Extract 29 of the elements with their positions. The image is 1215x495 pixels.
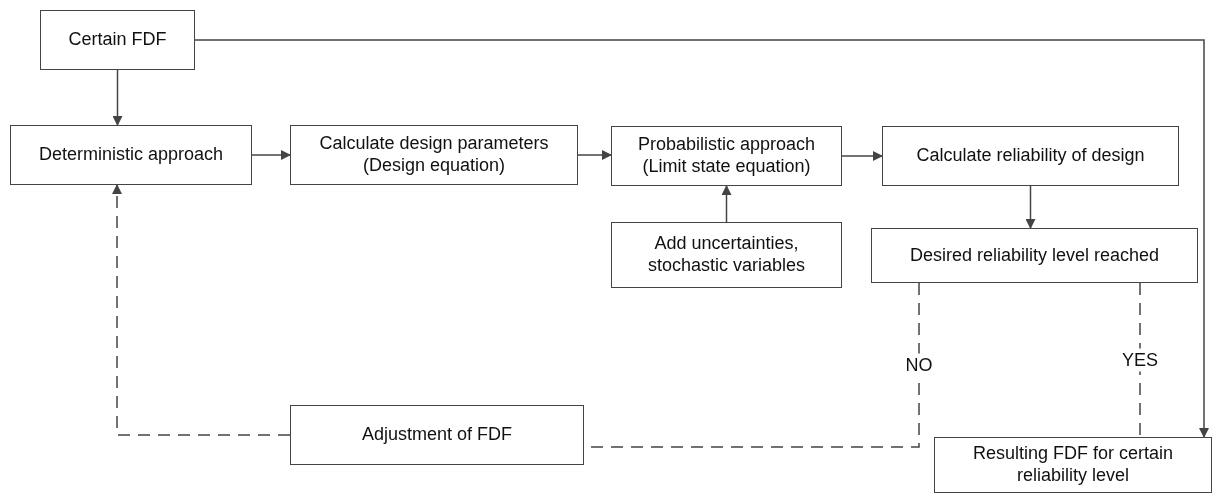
dashed-connector <box>1139 282 1141 438</box>
arrow <box>1025 185 1036 229</box>
box-label: Resulting FDF for certain reliability level <box>971 443 1175 487</box>
arrow <box>577 150 612 160</box>
process-box <box>934 437 1212 493</box>
process-box <box>611 222 842 288</box>
box-label: Add uncertainties, stochastic variables <box>646 233 807 277</box>
box-label: Probabilistic approach (Limit state equation) <box>636 134 817 178</box>
arrow <box>251 150 291 160</box>
arrow <box>194 39 1209 438</box>
box-label: Calculate design parameters (Design equation) <box>318 133 550 177</box>
process-box <box>40 10 195 70</box>
process-box <box>290 405 584 465</box>
box-label: Desired reliability level reached <box>909 244 1160 267</box>
edge-label: NO <box>903 353 935 377</box>
process-box <box>290 125 578 185</box>
box-label: Deterministic approach <box>38 144 224 166</box>
box-label: Certain FDF <box>68 29 167 51</box>
process-box <box>611 126 842 186</box>
box-label: Adjustment of FDF <box>361 424 512 446</box>
process-box <box>871 228 1198 283</box>
process-box <box>882 126 1179 186</box>
arrow <box>841 151 883 161</box>
dashed-connector <box>112 184 291 436</box>
box-label: Calculate reliability of design <box>916 145 1145 167</box>
edge-label: YES <box>1120 348 1160 372</box>
arrow <box>721 185 732 223</box>
process-box <box>10 125 252 185</box>
arrow <box>112 69 123 126</box>
